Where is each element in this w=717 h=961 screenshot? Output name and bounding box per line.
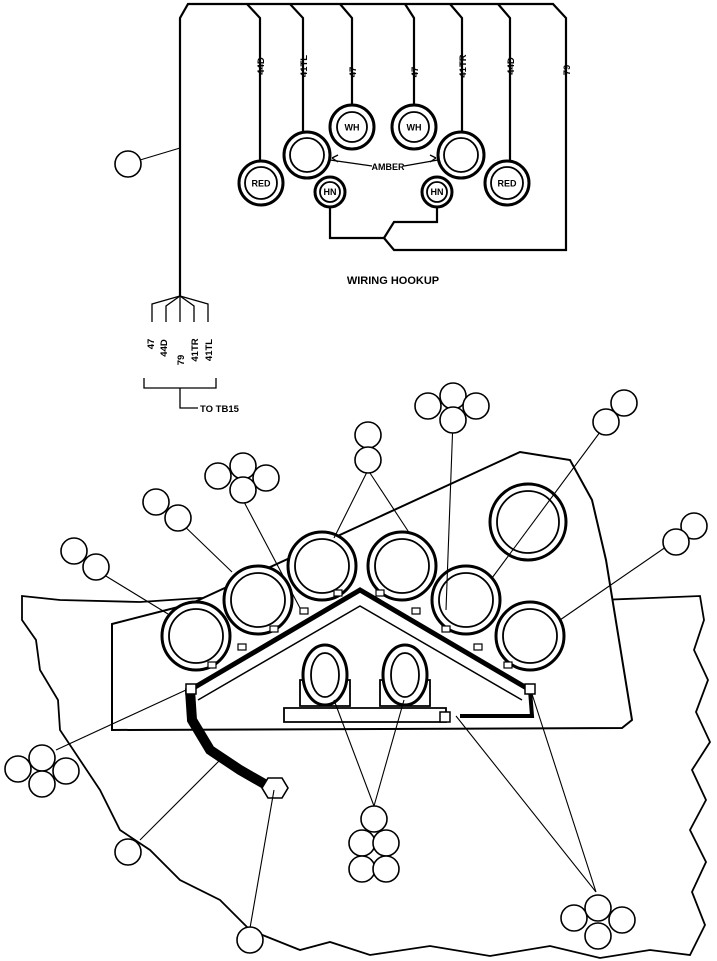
- light-panel-assembly: [4, 382, 712, 959]
- harness-label-41tl: 41TL: [204, 339, 215, 361]
- panel-lamp-1: [160, 600, 232, 672]
- lamp-wh-right: WH: [390, 103, 438, 151]
- callout-bubbles: [4, 382, 708, 954]
- cable-harness: [185, 685, 273, 791]
- wire-label-47-left: 47: [348, 67, 359, 78]
- wire-label-44d-right: 44D: [506, 57, 517, 75]
- panel-lamp-4: [366, 530, 438, 602]
- grommet-nut: [261, 777, 289, 799]
- lamp-amber-right: [436, 130, 486, 180]
- wire-label-44d-left: 44D: [256, 57, 267, 75]
- wiring-hookup-caption: WIRING HOOKUP: [347, 275, 439, 287]
- lamp-red-right: RED: [483, 159, 531, 207]
- lamp-label-hn-left: HN: [324, 187, 337, 197]
- lamp-red-left: RED: [237, 159, 285, 207]
- wire-label-41tl: 41TL: [299, 55, 310, 77]
- panel-lamp-5: [430, 564, 502, 636]
- panel-lamp-2: [222, 564, 294, 636]
- wiring-hookup-schematic: 44D 41TL 47 47 41TR 44D 79 RED WH WH: [114, 2, 573, 415]
- panel-lamp-3: [286, 530, 358, 602]
- horn-lamp-right: [381, 643, 429, 707]
- terminal-label: TO TB15: [200, 404, 240, 415]
- panel-lamp-7: [488, 482, 568, 562]
- amber-label: AMBER: [372, 162, 405, 172]
- wire-label-79: 79: [562, 65, 573, 76]
- harness-label-47: 47: [146, 339, 157, 350]
- lamp-amber-left: [282, 130, 332, 180]
- lamp-label-wh-left: WH: [345, 123, 360, 133]
- lamp-label-red-right: RED: [497, 179, 517, 189]
- top-wire-labels: 44D 41TL 47 47 41TR 44D 79: [256, 54, 573, 77]
- harness-label-41tr: 41TR: [190, 338, 201, 361]
- wire-label-47-right: 47: [410, 67, 421, 78]
- lamp-hn-right: HN: [420, 175, 454, 209]
- lamp-label-wh-right: WH: [407, 123, 422, 133]
- harness-label-44d: 44D: [159, 339, 170, 357]
- lamp-label-hn-right: HN: [431, 187, 444, 197]
- horn-lamp-left: [301, 643, 349, 707]
- harness-breakout: 47 44D 79 41TR 41TL TO TB15: [143, 295, 240, 415]
- wire-label-41tr: 41TR: [458, 54, 469, 77]
- harness-label-79: 79: [176, 355, 187, 366]
- panel-lamp-6: [494, 600, 566, 672]
- lamp-hn-left: HN: [313, 175, 347, 209]
- lamp-label-red-left: RED: [251, 179, 271, 189]
- leader-lines: [55, 419, 677, 929]
- lamp-wh-left: WH: [328, 103, 376, 151]
- callout-harness: [114, 150, 142, 178]
- lamp-bracket: [188, 587, 532, 693]
